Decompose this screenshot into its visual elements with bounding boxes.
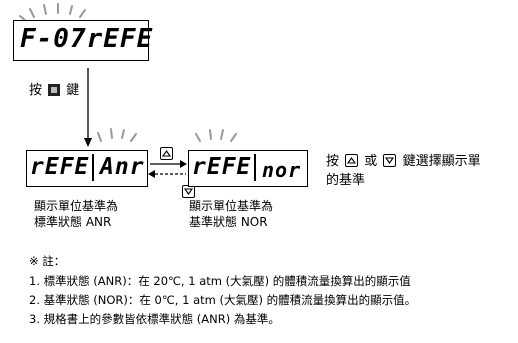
note-item: 1. 標準狀態 (ANR)：在 20℃, 1 atm (大氣壓) 的體積流量換算… <box>29 274 411 288</box>
notes-heading: ※ 註： <box>29 254 66 268</box>
down-key-icon <box>383 154 397 167</box>
up-key-icon <box>345 154 359 167</box>
press-suffix: 鍵 <box>66 83 80 98</box>
lcd-display-top <box>13 20 149 61</box>
select-prefix: 按 <box>326 154 340 169</box>
note-item: 3. 規格書上的參數皆依標準狀態 (ANR) 為基準。 <box>29 312 280 326</box>
up-button-icon <box>160 147 173 160</box>
press-key-instruction: 按 鍵 <box>29 84 79 97</box>
caption-nor-line2: 基準狀態 NOR <box>189 215 268 229</box>
display-anr-part1: rEFE <box>30 154 90 180</box>
select-instruction-line2: 的基準 <box>326 173 366 188</box>
lcd-display-nor <box>188 150 308 187</box>
select-middle: 或 <box>364 154 378 169</box>
select-instruction: 按 或 鍵選擇顯示單 <box>326 154 481 168</box>
display-top-text: F-07rEFE <box>20 24 154 54</box>
display-nor-part2: nor <box>262 158 302 182</box>
press-prefix: 按 <box>29 83 43 98</box>
set-key-icon <box>48 84 61 96</box>
caption-anr-line2: 標準狀態 ANR <box>34 215 112 229</box>
note-item: 2. 基準狀態 (NOR)：在 0℃, 1 atm (大氣壓) 的體積流量換算出… <box>29 293 417 307</box>
caption-anr-line1: 顯示單位基準為 <box>34 199 119 213</box>
display-divider <box>92 154 94 181</box>
caption-nor-line1: 顯示單位基準為 <box>189 199 274 213</box>
select-suffix: 鍵選擇顯示單 <box>402 154 481 169</box>
display-divider <box>254 154 256 181</box>
display-nor-part1: rEFE <box>192 154 252 180</box>
display-anr-part2: Anr <box>100 154 145 180</box>
lcd-display-anr <box>26 150 148 187</box>
